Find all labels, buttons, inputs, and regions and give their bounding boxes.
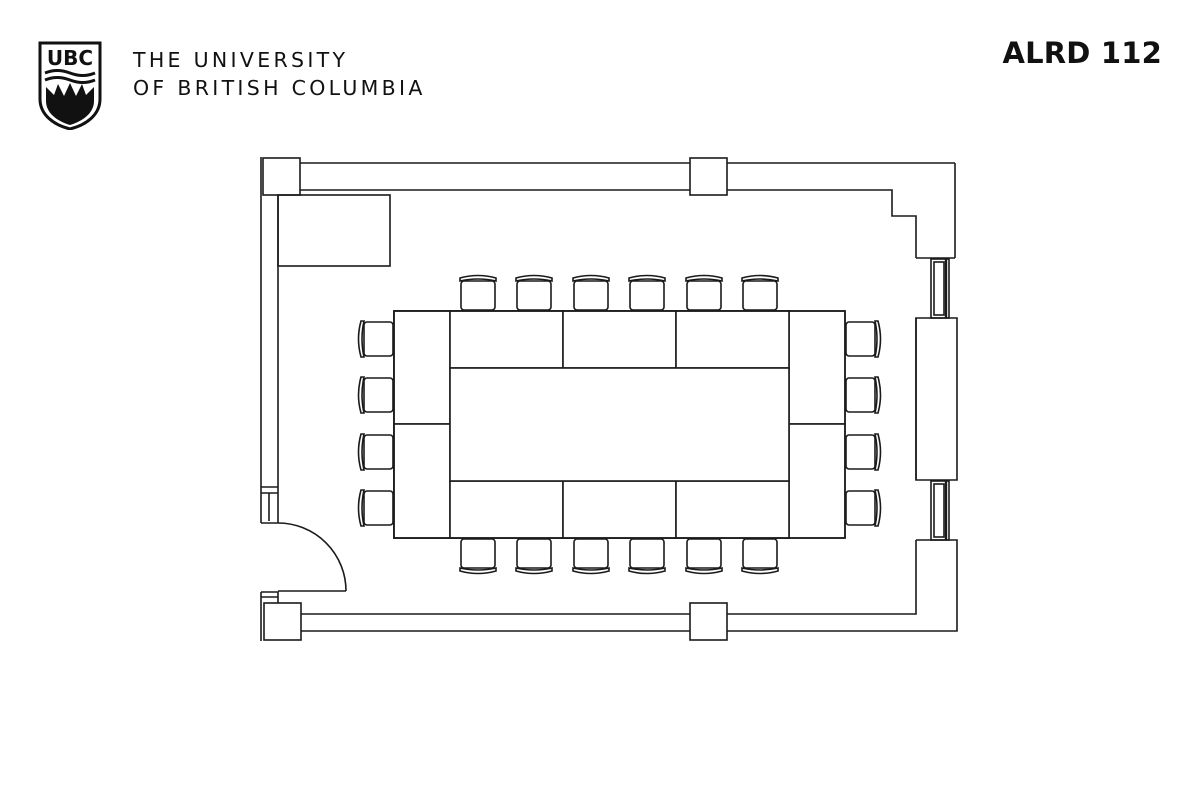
chairs-left [357,320,394,527]
door [277,522,347,592]
institution-line-1: THE UNIVERSITY [133,48,349,72]
column [263,602,302,641]
ubc-logo-icon: UBC [38,41,102,130]
conference-table [393,310,846,539]
chairs-bottom [459,538,779,575]
chairs-top [459,274,779,311]
credenza [277,194,391,267]
chairs-right [845,320,882,527]
room-code-title: ALRD 112 [1002,36,1162,70]
window [930,480,950,541]
column [689,157,728,196]
columns [262,157,728,641]
column [262,157,301,196]
window [930,258,950,319]
table-outline [393,310,846,539]
column [689,602,728,641]
svg-text:UBC: UBC [47,46,93,70]
institution-line-2: OF BRITISH COLUMBIA [133,76,426,100]
institution-wordmark: THE UNIVERSITY OF BRITISH COLUMBIA [133,46,426,102]
